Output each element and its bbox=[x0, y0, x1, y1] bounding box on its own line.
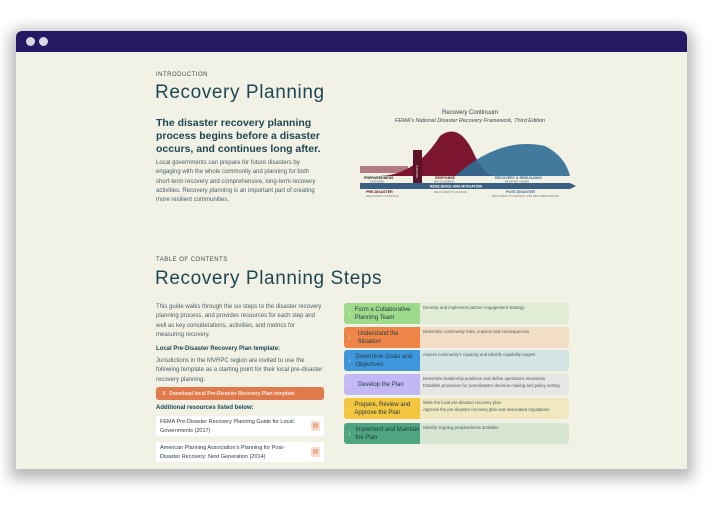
pdf-icon: ▤ bbox=[311, 421, 320, 431]
svg-text:DISASTER: DISASTER bbox=[416, 165, 419, 178]
svg-text:RECOVERY PLANNING: RECOVERY PLANNING bbox=[434, 190, 468, 194]
template-heading: Local Pre-Disaster Recovery Plan templat… bbox=[156, 346, 281, 352]
svg-text:PREPAREDNESS: PREPAREDNESS bbox=[364, 176, 394, 180]
resilience-arrow bbox=[360, 183, 576, 189]
title-bar bbox=[16, 31, 687, 52]
toc-title: Recovery Planning Steps bbox=[155, 268, 383, 289]
svg-text:DAYS-WEEKS: DAYS-WEEKS bbox=[434, 180, 454, 184]
step-title[interactable]: ↓Prepare, Review and Approve the Plan bbox=[344, 398, 420, 419]
download-icon: ⇩ bbox=[162, 390, 167, 397]
svg-text:RECOVERY PLANNING: RECOVERY PLANNING bbox=[366, 194, 400, 198]
svg-text:RESILIENCE AND MITIGATION: RESILIENCE AND MITIGATION bbox=[430, 185, 483, 189]
intro-lead: The disaster recovery planning process b… bbox=[156, 117, 321, 155]
arrow-down-icon: ↓ bbox=[348, 381, 351, 388]
toc-intro: This guide walks through the six steps t… bbox=[156, 304, 322, 338]
step-activities: Determine community risks, impacts and c… bbox=[420, 327, 569, 348]
arrow-down-icon: ↓ bbox=[348, 430, 351, 437]
continuum-figure: Recovery Continuum FEMA's National Disas… bbox=[360, 110, 580, 206]
step-activity: Identify ongoing preparedness activities bbox=[423, 425, 499, 430]
figure-title: Recovery Continuum bbox=[441, 110, 499, 116]
svg-text:MONTHS-YEARS: MONTHS-YEARS bbox=[505, 180, 529, 184]
step-title[interactable]: ↓Understand the Situation bbox=[344, 327, 420, 348]
recovery-curve bbox=[455, 144, 570, 176]
disaster-bar bbox=[413, 150, 422, 183]
resource-link[interactable]: American Planning Association's Planning… bbox=[156, 442, 324, 462]
template-text: Jurisdictions in the MVRPC region are in… bbox=[156, 358, 323, 383]
browser-window: INTRODUCTION Recovery Planning The disas… bbox=[16, 31, 687, 469]
step-activity: Write the local pre-disaster recovery pl… bbox=[423, 400, 502, 405]
step-activity: Determine leadership positions and defin… bbox=[423, 376, 546, 381]
step-activities: Identify ongoing preparedness activities bbox=[420, 423, 569, 444]
pdf-icon: ▤ bbox=[311, 447, 320, 457]
window-dot-icon[interactable] bbox=[26, 37, 35, 46]
step-activities: Determine leadership positions and defin… bbox=[420, 374, 569, 395]
arrow-down-icon: ↓ bbox=[348, 310, 351, 317]
svg-text:ONGOING: ONGOING bbox=[370, 180, 385, 184]
step-activities: Assess community's capacity and identify… bbox=[420, 350, 569, 371]
svg-text:RECOVERY PLANNING AND IMPLEMEN: RECOVERY PLANNING AND IMPLEMENTATION bbox=[492, 194, 559, 198]
continuum-diagram: PREPAREDNESS ONGOING DISASTER RESPONSE D… bbox=[360, 131, 576, 198]
arrow-down-icon: ↓ bbox=[348, 405, 351, 412]
intro-eyebrow: INTRODUCTION bbox=[156, 72, 208, 78]
svg-text:PRE-DISASTER: PRE-DISASTER bbox=[366, 190, 393, 194]
step-activity: Determine community risks, impacts and c… bbox=[423, 329, 530, 334]
step-activity: Approve the pre-disaster recovery plan a… bbox=[423, 407, 550, 412]
resource-link[interactable]: FEMA Pre-Disaster Recovery Planning Guid… bbox=[156, 416, 324, 436]
arrow-down-icon: ↓ bbox=[348, 357, 351, 364]
step-activity: Establish processes for post-disaster de… bbox=[423, 383, 560, 388]
download-template-button[interactable]: ⇩Download local Pre-Disaster Recovery Pl… bbox=[156, 387, 324, 400]
svg-text:RESPONSE: RESPONSE bbox=[435, 176, 456, 180]
svg-text:RECOVERY & REBUILDING: RECOVERY & REBUILDING bbox=[495, 176, 542, 180]
step-title[interactable]: ↓Implement and Maintain the Plan bbox=[344, 423, 420, 444]
intro-body: Local governments can prepare for future… bbox=[156, 160, 316, 204]
step-title[interactable]: ↓Develop the Plan bbox=[344, 374, 420, 395]
step-activity: Develop and implement partner engagement… bbox=[423, 305, 525, 310]
page-title: Recovery Planning bbox=[155, 82, 325, 103]
step-activities: Develop and implement partner engagement… bbox=[420, 303, 569, 324]
window-dot-icon[interactable] bbox=[39, 37, 48, 46]
step-title[interactable]: ↓Determine Goals and Objectives bbox=[344, 350, 420, 371]
figure-subtitle: FEMA's National Disaster Recovery Framew… bbox=[394, 118, 546, 124]
step-title[interactable]: ↓Form a Collaborative Planning Team bbox=[344, 303, 420, 324]
response-curve bbox=[378, 131, 495, 176]
arrow-down-icon: ↓ bbox=[348, 334, 351, 341]
svg-text:POST-DISASTER: POST-DISASTER bbox=[506, 190, 535, 194]
step-activities: Write the local pre-disaster recovery pl… bbox=[420, 398, 569, 419]
resources-heading: Additional resources listed below: bbox=[156, 405, 254, 411]
step-activity: Assess community's capacity and identify… bbox=[423, 352, 536, 357]
preparedness-band bbox=[360, 166, 408, 173]
toc-eyebrow: TABLE OF CONTENTS bbox=[156, 257, 228, 263]
